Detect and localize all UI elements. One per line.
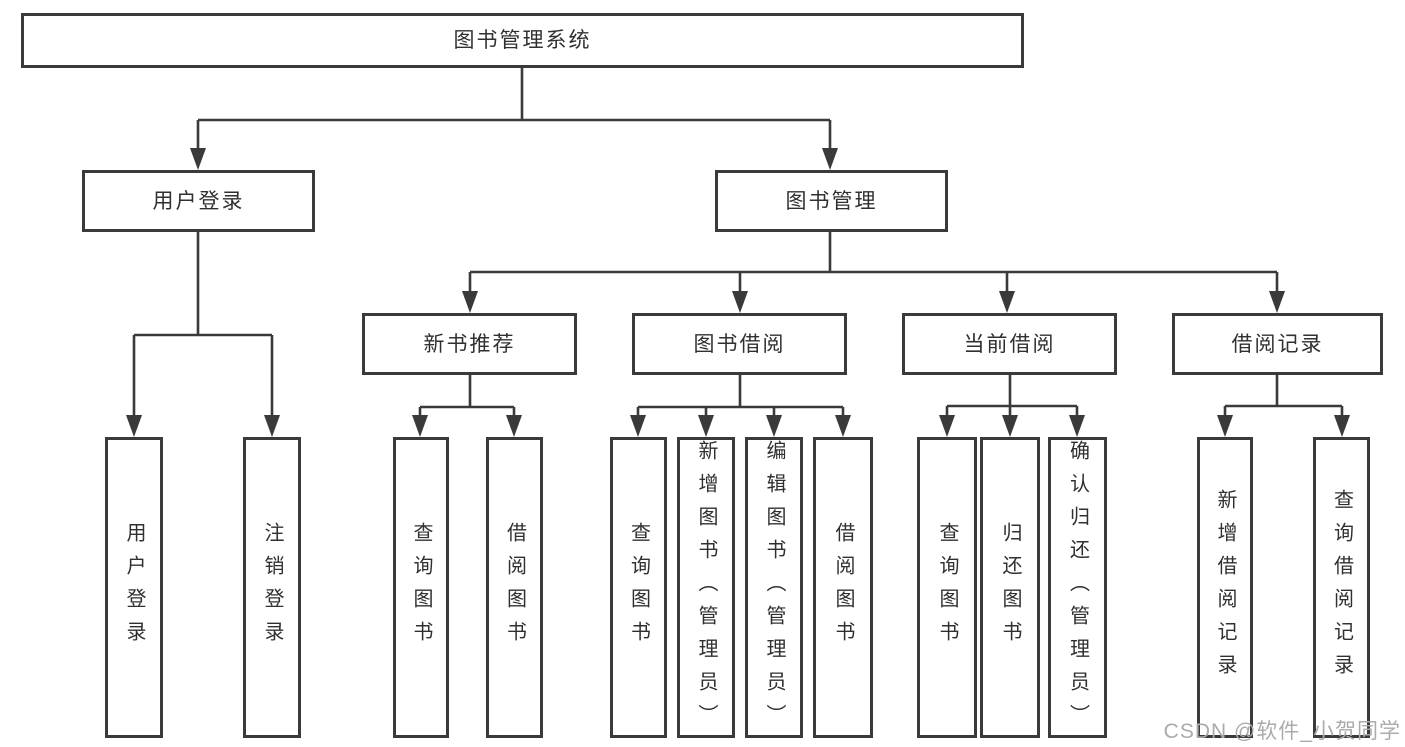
leaf-edit-books-admin-label: 编辑图书（管理员） bbox=[763, 440, 785, 737]
leaf-borrow-books-recommend-label: 借阅图书 bbox=[503, 521, 526, 654]
node-book-management: 图书管理 bbox=[715, 170, 948, 232]
leaf-confirm-return-admin: 确认归还（管理员） bbox=[1048, 437, 1107, 738]
node-user-login-label: 用户登录 bbox=[152, 189, 245, 213]
leaf-add-books-admin: 新增图书（管理员） bbox=[677, 437, 735, 738]
node-new-book-recommend: 新书推荐 bbox=[362, 313, 577, 375]
arrowheads bbox=[126, 148, 1350, 437]
leaf-add-borrow-record: 新增借阅记录 bbox=[1197, 437, 1253, 738]
leaf-query-books-recommend-label: 查询图书 bbox=[410, 521, 432, 654]
leaf-edit-books-admin: 编辑图书（管理员） bbox=[745, 437, 803, 738]
leaf-query-borrow-record: 查询借阅记录 bbox=[1313, 437, 1370, 738]
tree-edges bbox=[132, 68, 1344, 418]
node-borrowing-records: 借阅记录 bbox=[1172, 313, 1383, 375]
leaf-query-books-current-label: 查询图书 bbox=[936, 521, 958, 654]
leaf-user-login: 用户登录 bbox=[105, 437, 163, 738]
node-book-borrowing-label: 图书借阅 bbox=[693, 332, 786, 356]
leaf-query-books-borrowing-label: 查询图书 bbox=[627, 521, 650, 654]
leaf-add-books-admin-label: 新增图书（管理员） bbox=[695, 440, 717, 737]
leaf-logout: 注销登录 bbox=[243, 437, 301, 738]
node-current-borrowing-label: 当前借阅 bbox=[963, 332, 1056, 356]
leaf-query-borrow-record-label: 查询借阅记录 bbox=[1330, 488, 1353, 687]
node-library-system: 图书管理系统 bbox=[21, 13, 1024, 68]
node-current-borrowing: 当前借阅 bbox=[902, 313, 1117, 375]
node-book-management-label: 图书管理 bbox=[785, 189, 878, 213]
node-borrowing-records-label: 借阅记录 bbox=[1231, 332, 1324, 356]
leaf-return-books-label: 归还图书 bbox=[999, 521, 1021, 654]
node-book-borrowing: 图书借阅 bbox=[632, 313, 847, 375]
leaf-query-books-recommend: 查询图书 bbox=[393, 437, 449, 738]
leaf-user-login-label: 用户登录 bbox=[123, 521, 145, 654]
leaf-query-books-current: 查询图书 bbox=[917, 437, 977, 738]
leaf-query-books-borrowing: 查询图书 bbox=[610, 437, 667, 738]
leaf-borrow-books-recommend: 借阅图书 bbox=[486, 437, 543, 738]
leaf-borrow-books: 借阅图书 bbox=[813, 437, 873, 738]
leaf-add-borrow-record-label: 新增借阅记录 bbox=[1214, 488, 1236, 687]
node-library-system-label: 图书管理系统 bbox=[453, 29, 592, 52]
leaf-return-books: 归还图书 bbox=[980, 437, 1040, 738]
csdn-watermark: CSDN @软件_小贺同学 bbox=[1163, 720, 1401, 743]
node-user-login: 用户登录 bbox=[82, 170, 315, 232]
leaf-confirm-return-admin-label: 确认归还（管理员） bbox=[1066, 440, 1089, 737]
leaf-borrow-books-label: 借阅图书 bbox=[832, 521, 854, 654]
leaf-logout-label: 注销登录 bbox=[261, 521, 283, 654]
node-new-book-recommend-label: 新书推荐 bbox=[423, 332, 516, 356]
